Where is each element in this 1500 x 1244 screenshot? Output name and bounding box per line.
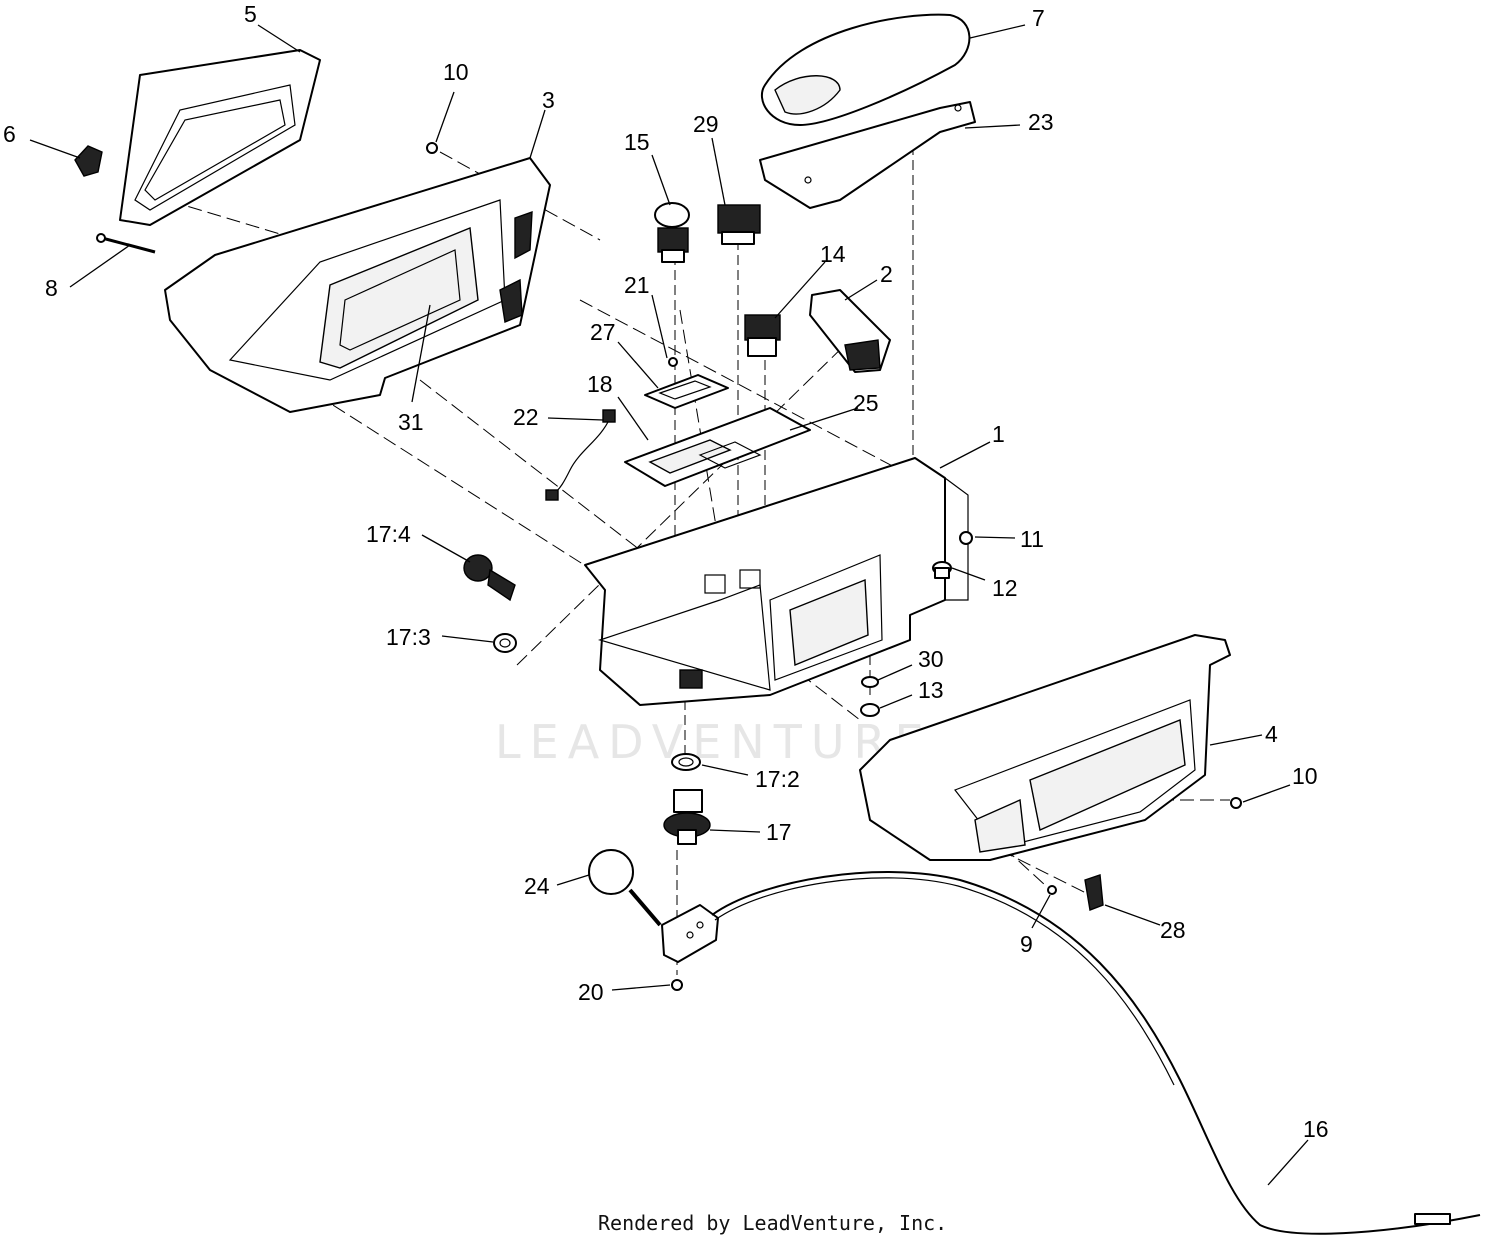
callout-14: 14 [820, 241, 846, 267]
part-3-left-side [164, 157, 551, 413]
part-22-harness [545, 409, 616, 501]
callout-28: 28 [1160, 917, 1186, 943]
part-12-plug [932, 561, 952, 579]
callout-8: 8 [45, 275, 58, 301]
leader-lines [29, 24, 1309, 1186]
part-21-screw [668, 357, 678, 367]
callout-13: 13 [918, 677, 944, 703]
callout-15: 15 [624, 129, 650, 155]
callout-30: 30 [918, 646, 944, 672]
part-30-washer [861, 676, 879, 688]
part-1-frame [584, 457, 969, 706]
callout-17: 17 [766, 819, 792, 845]
callout-12: 12 [992, 575, 1018, 601]
callout-31: 31 [398, 409, 424, 435]
part-5-panel [119, 49, 321, 226]
part-13-nut [860, 703, 880, 717]
callout-4: 4 [1265, 721, 1278, 747]
callout-23: 23 [1028, 109, 1054, 135]
watermark-text: LEADVENTURE [495, 715, 933, 769]
callout-16: 16 [1303, 1116, 1329, 1142]
callout-17-2: 17:2 [755, 766, 800, 792]
part-27-plate [644, 374, 729, 409]
callout-29: 29 [693, 111, 719, 137]
part-17-3-nut [493, 633, 517, 653]
part-20-bracket [661, 904, 719, 991]
part-17-4-key [463, 554, 516, 602]
part-14-rocker-switch [744, 314, 781, 357]
part-17-2-ring [671, 753, 701, 771]
part-4-right-side [859, 634, 1231, 861]
callout-11: 11 [1020, 526, 1044, 552]
render-credit: Rendered by LeadVenture, Inc. [598, 1211, 947, 1235]
part-16-cable [711, 871, 1481, 1235]
callout-20: 20 [578, 979, 604, 1005]
callout-17-4: 17:4 [366, 521, 411, 547]
part-17-ignition-switch [663, 789, 711, 845]
callout-22: 22 [513, 404, 539, 430]
callout-1: 1 [992, 421, 1005, 447]
part-29-rocker-switch [717, 204, 761, 245]
callout-27: 27 [590, 319, 616, 345]
callout-6: 6 [3, 121, 16, 147]
callout-21: 21 [624, 272, 650, 298]
part-24-knob [588, 849, 662, 927]
callout-5: 5 [244, 1, 257, 27]
callout-10-lower: 10 [1292, 763, 1318, 789]
callout-24: 24 [524, 873, 550, 899]
part-8-bolt [96, 233, 156, 254]
part-25-plate [624, 407, 811, 487]
part-7-cover [760, 13, 971, 126]
callout-2: 2 [880, 261, 893, 287]
part-10-lower-screw [1230, 797, 1242, 809]
part-28-clip [1084, 874, 1104, 911]
part-23-plate [759, 101, 976, 209]
callout-labels: 1 2 3 4 5 6 7 8 9 10 10 11 12 13 14 15 1… [3, 1, 1329, 1142]
callout-3: 3 [542, 87, 555, 113]
part-15-knob-switch [654, 202, 690, 263]
part-11-nut [959, 531, 973, 545]
callout-10-upper: 10 [443, 59, 469, 85]
callout-7: 7 [1032, 5, 1045, 31]
callout-25: 25 [853, 390, 879, 416]
part-6-clip [74, 145, 103, 177]
part-10-upper-screw [426, 142, 438, 154]
callout-17-3: 17:3 [386, 624, 431, 650]
callout-9: 9 [1020, 931, 1033, 957]
part-9-nut [1047, 885, 1057, 895]
callout-18: 18 [587, 371, 613, 397]
part-2-bracket [809, 289, 891, 373]
